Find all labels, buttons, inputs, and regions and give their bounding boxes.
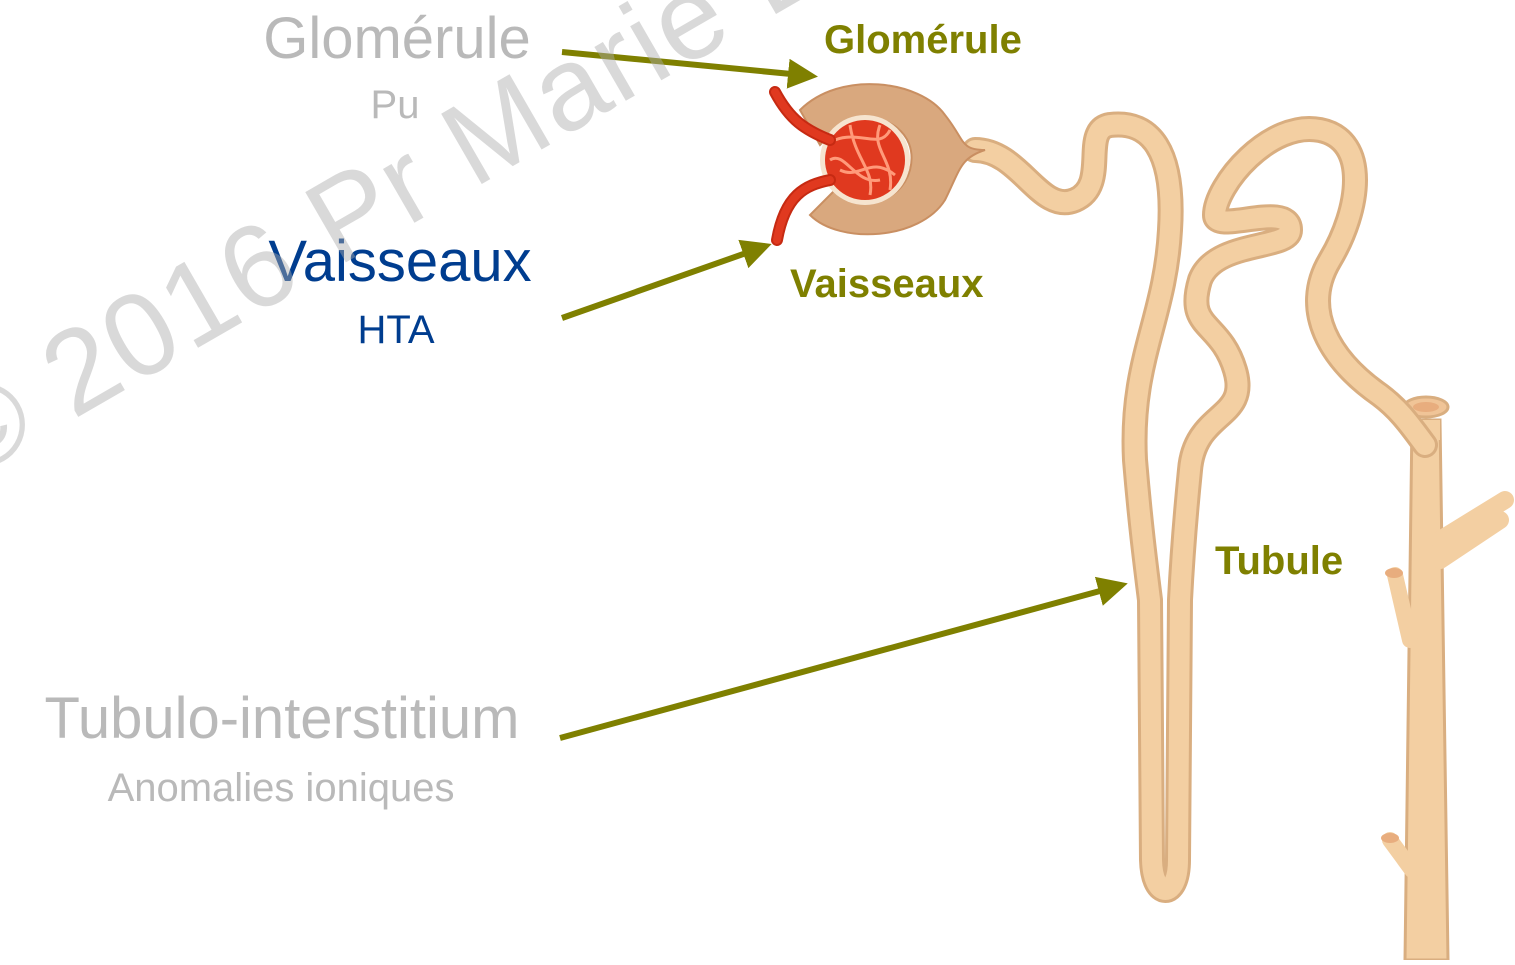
collecting-duct [1381,397,1505,960]
arrow-vaisseaux [562,246,766,318]
left-vaisseaux-subtitle: HTA [357,310,434,350]
left-tubulo-subtitle: Anomalies ioniques [108,768,455,808]
structure-label-vaisseaux: Vaisseaux [790,264,984,304]
tubule-path [975,124,1425,890]
structure-label-glomerule: Glomérule [824,20,1022,60]
glomerulus [775,84,985,240]
left-tubulo-title: Tubulo-interstitium [45,690,520,748]
structure-label-tubule: Tubule [1215,541,1343,581]
arrow-tubule [560,585,1122,738]
